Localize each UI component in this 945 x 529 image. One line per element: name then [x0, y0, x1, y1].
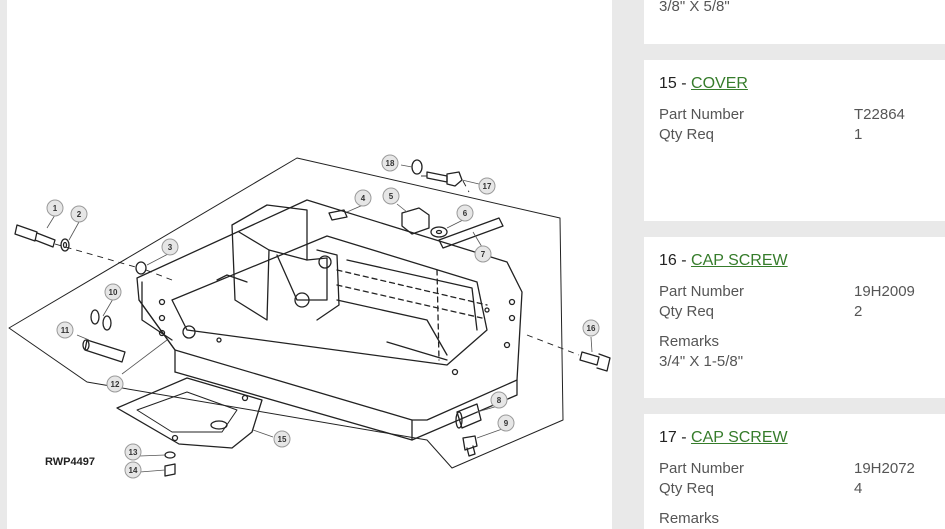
- part-title: 16 - CAP SCREW: [659, 252, 788, 270]
- title-separator: -: [676, 75, 692, 92]
- part-title: 17 - CAP SCREW: [659, 429, 788, 447]
- part-name-link[interactable]: COVER: [691, 75, 748, 92]
- qty-label: Qty Req: [659, 126, 715, 143]
- callout-18-label: 18: [386, 159, 395, 168]
- callout-1-label: 1: [53, 204, 58, 213]
- callout-2[interactable]: 2: [70, 205, 88, 223]
- callout-12-label: 12: [111, 380, 120, 389]
- part-number-label: Part Number: [659, 460, 745, 477]
- part-title: 15 - COVER: [659, 75, 748, 93]
- callout-16-label: 16: [587, 324, 596, 333]
- callout-11[interactable]: 11: [56, 321, 74, 339]
- callout-14-label: 14: [129, 466, 138, 475]
- part-number-value: 19H2009: [854, 283, 915, 300]
- remarks-label: Remarks: [659, 510, 720, 527]
- callout-7[interactable]: 7: [474, 245, 492, 263]
- remarks-label: Remarks: [659, 333, 720, 350]
- part-index: 16: [659, 252, 677, 269]
- parts-list: 3/8" X 5/8" 15 - COVER Part Number T2286…: [644, 0, 945, 529]
- callout-17[interactable]: 17: [478, 177, 496, 195]
- callout-8-label: 8: [497, 396, 502, 405]
- part-index: 17: [659, 429, 677, 446]
- callout-12[interactable]: 12: [106, 375, 124, 393]
- callout-16[interactable]: 16: [582, 319, 600, 337]
- previous-remarks-value: 3/8" X 5/8": [659, 0, 730, 15]
- part-card-15: 15 - COVER Part Number T22864 Qty Req 1: [644, 60, 945, 221]
- callout-3-label: 3: [168, 243, 173, 252]
- title-separator: -: [676, 429, 692, 446]
- callout-9-label: 9: [504, 419, 509, 428]
- callout-13-label: 13: [129, 448, 138, 457]
- diagram-drawing: 1 2 3 4 5 6 7 8 9 10 11 12 13 14 15 16 1…: [8, 154, 611, 479]
- callout-5-label: 5: [389, 192, 394, 201]
- callout-14[interactable]: 14: [124, 461, 142, 479]
- qty-value: 1: [854, 126, 863, 143]
- remarks-value: 3/4" X 1-5/8": [659, 353, 744, 370]
- part-name-link[interactable]: CAP SCREW: [691, 252, 788, 269]
- part-name-link[interactable]: CAP SCREW: [691, 429, 788, 446]
- callout-10[interactable]: 10: [104, 283, 122, 301]
- qty-label: Qty Req: [659, 480, 715, 497]
- callout-17-label: 17: [483, 182, 492, 191]
- callout-6[interactable]: 6: [456, 204, 474, 222]
- callout-13[interactable]: 13: [124, 443, 142, 461]
- callout-3[interactable]: 3: [161, 238, 179, 256]
- parts-diagram[interactable]: 1 2 3 4 5 6 7 8 9 10 11 12 13 14 15 16 1…: [7, 0, 612, 529]
- callout-10-label: 10: [109, 288, 118, 297]
- part-index: 15: [659, 75, 677, 92]
- callout-4-label: 4: [361, 194, 366, 203]
- part-number-label: Part Number: [659, 106, 745, 123]
- part-number-label: Part Number: [659, 283, 745, 300]
- callout-7-label: 7: [481, 250, 486, 259]
- callout-4[interactable]: 4: [354, 189, 372, 207]
- callout-9[interactable]: 9: [497, 414, 515, 432]
- title-separator: -: [676, 252, 692, 269]
- callout-2-label: 2: [77, 210, 82, 219]
- callout-6-label: 6: [463, 209, 468, 218]
- qty-value: 2: [854, 303, 863, 320]
- callout-15-label: 15: [278, 435, 287, 444]
- diagram-code: RWP4497: [45, 456, 95, 468]
- callout-1[interactable]: 1: [46, 199, 64, 217]
- part-card-16: 16 - CAP SCREW Part Number 19H2009 Qty R…: [644, 237, 945, 398]
- callout-15[interactable]: 15: [273, 430, 291, 448]
- qty-label: Qty Req: [659, 303, 715, 320]
- callout-18[interactable]: 18: [381, 154, 399, 172]
- part-card-previous: 3/8" X 5/8": [644, 0, 945, 44]
- part-number-value: 19H2072: [854, 460, 915, 477]
- part-number-value: T22864: [854, 106, 905, 123]
- callout-11-label: 11: [61, 326, 70, 335]
- callout-8[interactable]: 8: [490, 391, 508, 409]
- part-card-17: 17 - CAP SCREW Part Number 19H2072 Qty R…: [644, 414, 945, 529]
- qty-value: 4: [854, 480, 863, 497]
- callout-5[interactable]: 5: [382, 187, 400, 205]
